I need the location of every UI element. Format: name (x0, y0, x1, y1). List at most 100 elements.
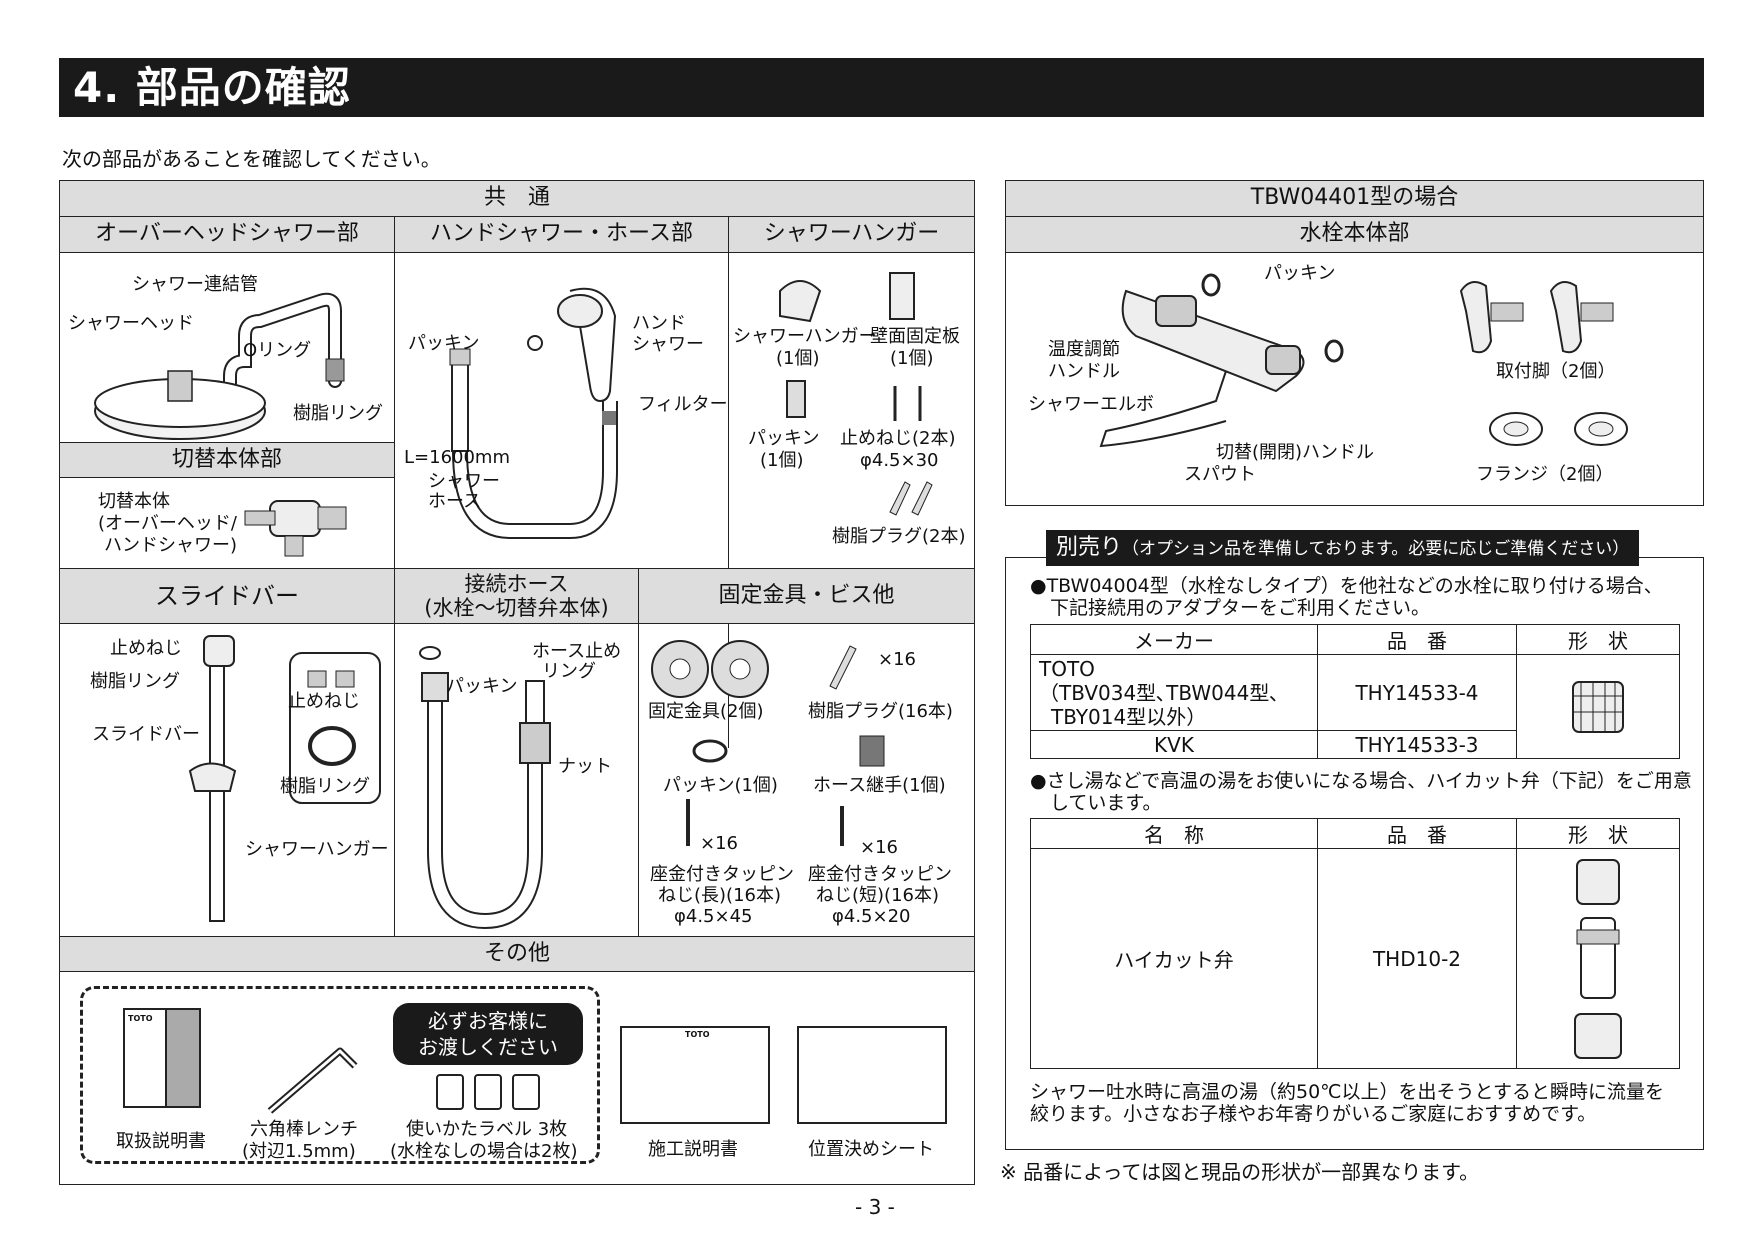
fixtures-illustration (651, 640, 885, 846)
tbw-subheader: 水栓本体部 (1006, 217, 1703, 253)
high-cut-valve-table: 名 称 品 番 形 状 ハイカット弁 THD10-2 (1030, 818, 1680, 1069)
other-label-wrench-2: (対辺1.5mm) (242, 1141, 356, 1162)
hanger-label-plate: 壁面固定板 (870, 326, 960, 347)
fix-label-short-1: 座金付きタッピン (808, 864, 952, 885)
fix-label-long-3: φ4.5×45 (674, 906, 753, 927)
page-number: - 3 - (855, 1195, 895, 1219)
hanger-label-screw-size: φ4.5×30 (860, 450, 939, 471)
optional-note2-line1: ●さし湯などで高温の湯をお使いになる場合、ハイカット弁（下記）をご用意 (1030, 770, 1692, 792)
tbw-label-spout: スパウト (1184, 464, 1256, 485)
tbw-label-packing: パッキン (1264, 263, 1336, 284)
optional-note1-line2: 下記接続用のアダプターをご利用ください。 (1050, 597, 1431, 619)
shape-notice: ※ 品番によっては図と現品の形状が一部異なります。 (1000, 1160, 1480, 1184)
adapter-maker-kvk: KVK (1030, 730, 1318, 759)
fix-label-plug-x16: ×16 (878, 649, 916, 670)
intro-text: 次の部品があることを確認してください。 (62, 147, 441, 171)
usage-label-icon (436, 1074, 540, 1110)
hand-label-hand-2: シャワー (632, 334, 704, 355)
hanger-label-hanger: シャワーハンガー (733, 326, 877, 347)
faucet-illustration (1099, 273, 1344, 448)
position-sheet (797, 1026, 947, 1124)
slide-label-bar: スライドバー (92, 724, 200, 745)
valve-part: THD10-2 (1317, 848, 1517, 1069)
adapter-maker-toto-2: （TBV034型､TBW044型､ (1039, 680, 1280, 705)
hanger-illustration (779, 272, 922, 421)
hand-label-packing: パッキン (408, 333, 480, 354)
hanger-label-screw: 止めねじ(2本) (840, 428, 956, 449)
install-manual-sheet (620, 1026, 770, 1124)
fix-label-short-3: φ4.5×20 (832, 906, 911, 927)
table-row: KVK THY14533-3 (1030, 730, 1680, 759)
common-header: 共 通 (60, 181, 974, 217)
slide-label-hanger: シャワーハンガー (245, 839, 389, 860)
fix-label-packing: パッキン(1個) (663, 775, 778, 796)
conn-title-1: 接続ホース (464, 572, 569, 596)
adapter-part-kvk: THY14533-3 (1317, 730, 1517, 759)
table-row: TOTO （TBV034型､TBW044型､ TBY014型以外） THY145… (1030, 654, 1680, 759)
other-label-usage-1: 使いかたラベル 3枚 (406, 1119, 568, 1140)
adapter-table: メーカー 品 番 形 状 TOTO （TBV034型､TBW044型､ TBY0… (1030, 624, 1680, 759)
manual-icon (123, 1008, 201, 1108)
optional-note1-line1: ●TBW04004型（水栓なしタイプ）を他社などの水栓に取り付ける場合、 (1030, 575, 1663, 597)
optional-tag-title: 別売り (1056, 535, 1123, 560)
optional-note2-line2: しています。 (1050, 792, 1162, 814)
fix-label-long-1: 座金付きタッピン (650, 864, 794, 885)
conn-label-nut: ナット (558, 756, 612, 777)
adapter-maker-toto-3: TBY014型以外） (1051, 704, 1207, 729)
tbw-label-legs: 取付脚（2個） (1496, 361, 1616, 382)
conn-label-packing: パッキン (446, 676, 518, 697)
hanger-header: シャワーハンガー (728, 217, 974, 253)
switch-header: 切替本体部 (60, 442, 394, 478)
overhead-label-resin-ring: 樹脂リング (293, 403, 383, 424)
slide-inset-screw: 止めねじ (288, 691, 360, 712)
high-cut-valve-icon (1574, 858, 1622, 1059)
hand-header: ハンドシャワー・ホース部 (394, 217, 728, 253)
optional-tag: 別売り（オプション品を準備しております。必要に応じご準備ください） (1046, 530, 1640, 566)
hand-label-hose-1: シャワー (428, 471, 500, 492)
overhead-header: オーバーヘッドシャワー部 (60, 217, 394, 253)
conn-title-2: (水栓～切替弁本体) (424, 596, 609, 620)
tbw-label-switch: 切替(開閉)ハンドル (1216, 442, 1375, 463)
page-title: 4. 部品の確認 (59, 58, 1704, 117)
switch-label-3: ハンドシャワー) (104, 535, 238, 556)
adapter-part-toto: THY14533-4 (1317, 654, 1517, 731)
slide-label-ring: 樹脂リング (90, 671, 180, 692)
adapter-maker-toto-1: TOTO (1039, 656, 1095, 681)
valve-th-part: 品 番 (1317, 818, 1517, 849)
hanger-label-plug: 樹脂プラグ(2本) (832, 526, 966, 547)
mounting-legs-illustration (1459, 281, 1614, 354)
optional-footnote-line2: 絞ります。小さなお子様やお年寄りがいるご家庭におすすめです。 (1030, 1103, 1597, 1125)
slide-label-screw: 止めねじ (110, 638, 182, 659)
hanger-label-packing: パッキン (748, 428, 820, 449)
adapter-th-part: 品 番 (1317, 624, 1517, 655)
fix-label-plug: 樹脂プラグ(16本) (808, 701, 953, 722)
tbw-panel: TBW04401型の場合 水栓本体部 パッキン 温度調節 ハンドル シャワーエル… (1005, 180, 1704, 506)
hand-over-text-1: 必ずお客様に (428, 1009, 548, 1033)
hanger-label-packing-qty: (1個) (760, 450, 804, 471)
overhead-label-head: シャワーヘッド (68, 313, 194, 334)
optional-tag-note: （オプション品を準備しております。必要に応じご準備ください） (1122, 539, 1630, 559)
table-row: ハイカット弁 THD10-2 (1030, 848, 1680, 1069)
fix-label-long-x16: ×16 (700, 833, 738, 854)
other-label-install: 施工説明書 (648, 1139, 738, 1160)
tbw-label-flange: フランジ（2個） (1476, 464, 1614, 485)
optional-footnote-line1: シャワー吐水時に高温の湯（約50℃以上）を出そうとすると瞬時に流量を (1030, 1081, 1664, 1103)
other-header: その他 (60, 936, 974, 972)
connection-hose-illustration (419, 646, 551, 930)
resin-plug-icon (889, 481, 933, 516)
flange-illustration (1489, 412, 1628, 446)
tbw-label-temp-1: 温度調節 (1048, 339, 1120, 360)
other-label-wrench-1: 六角棒レンチ (250, 1119, 358, 1140)
tbw-header: TBW04401型の場合 (1006, 181, 1703, 217)
fix-label-short-2: ねじ(短)(16本) (816, 885, 939, 906)
valve-th-name: 名 称 (1030, 818, 1318, 849)
hex-wrench-icon (267, 1047, 358, 1114)
switch-label-2: (オーバーヘッド/ (98, 513, 237, 534)
conn-label-stopper-1: ホース止め (532, 641, 622, 662)
overhead-label-pipe: シャワー連結管 (132, 274, 258, 295)
switch-label-1: 切替本体 (98, 491, 170, 512)
slide-inset-ring: 樹脂リング (280, 776, 370, 797)
other-label-usage-2: (水栓なしの場合は2枚) (390, 1141, 578, 1162)
customer-items-group (80, 986, 600, 1164)
other-label-position: 位置決めシート (808, 1139, 934, 1160)
